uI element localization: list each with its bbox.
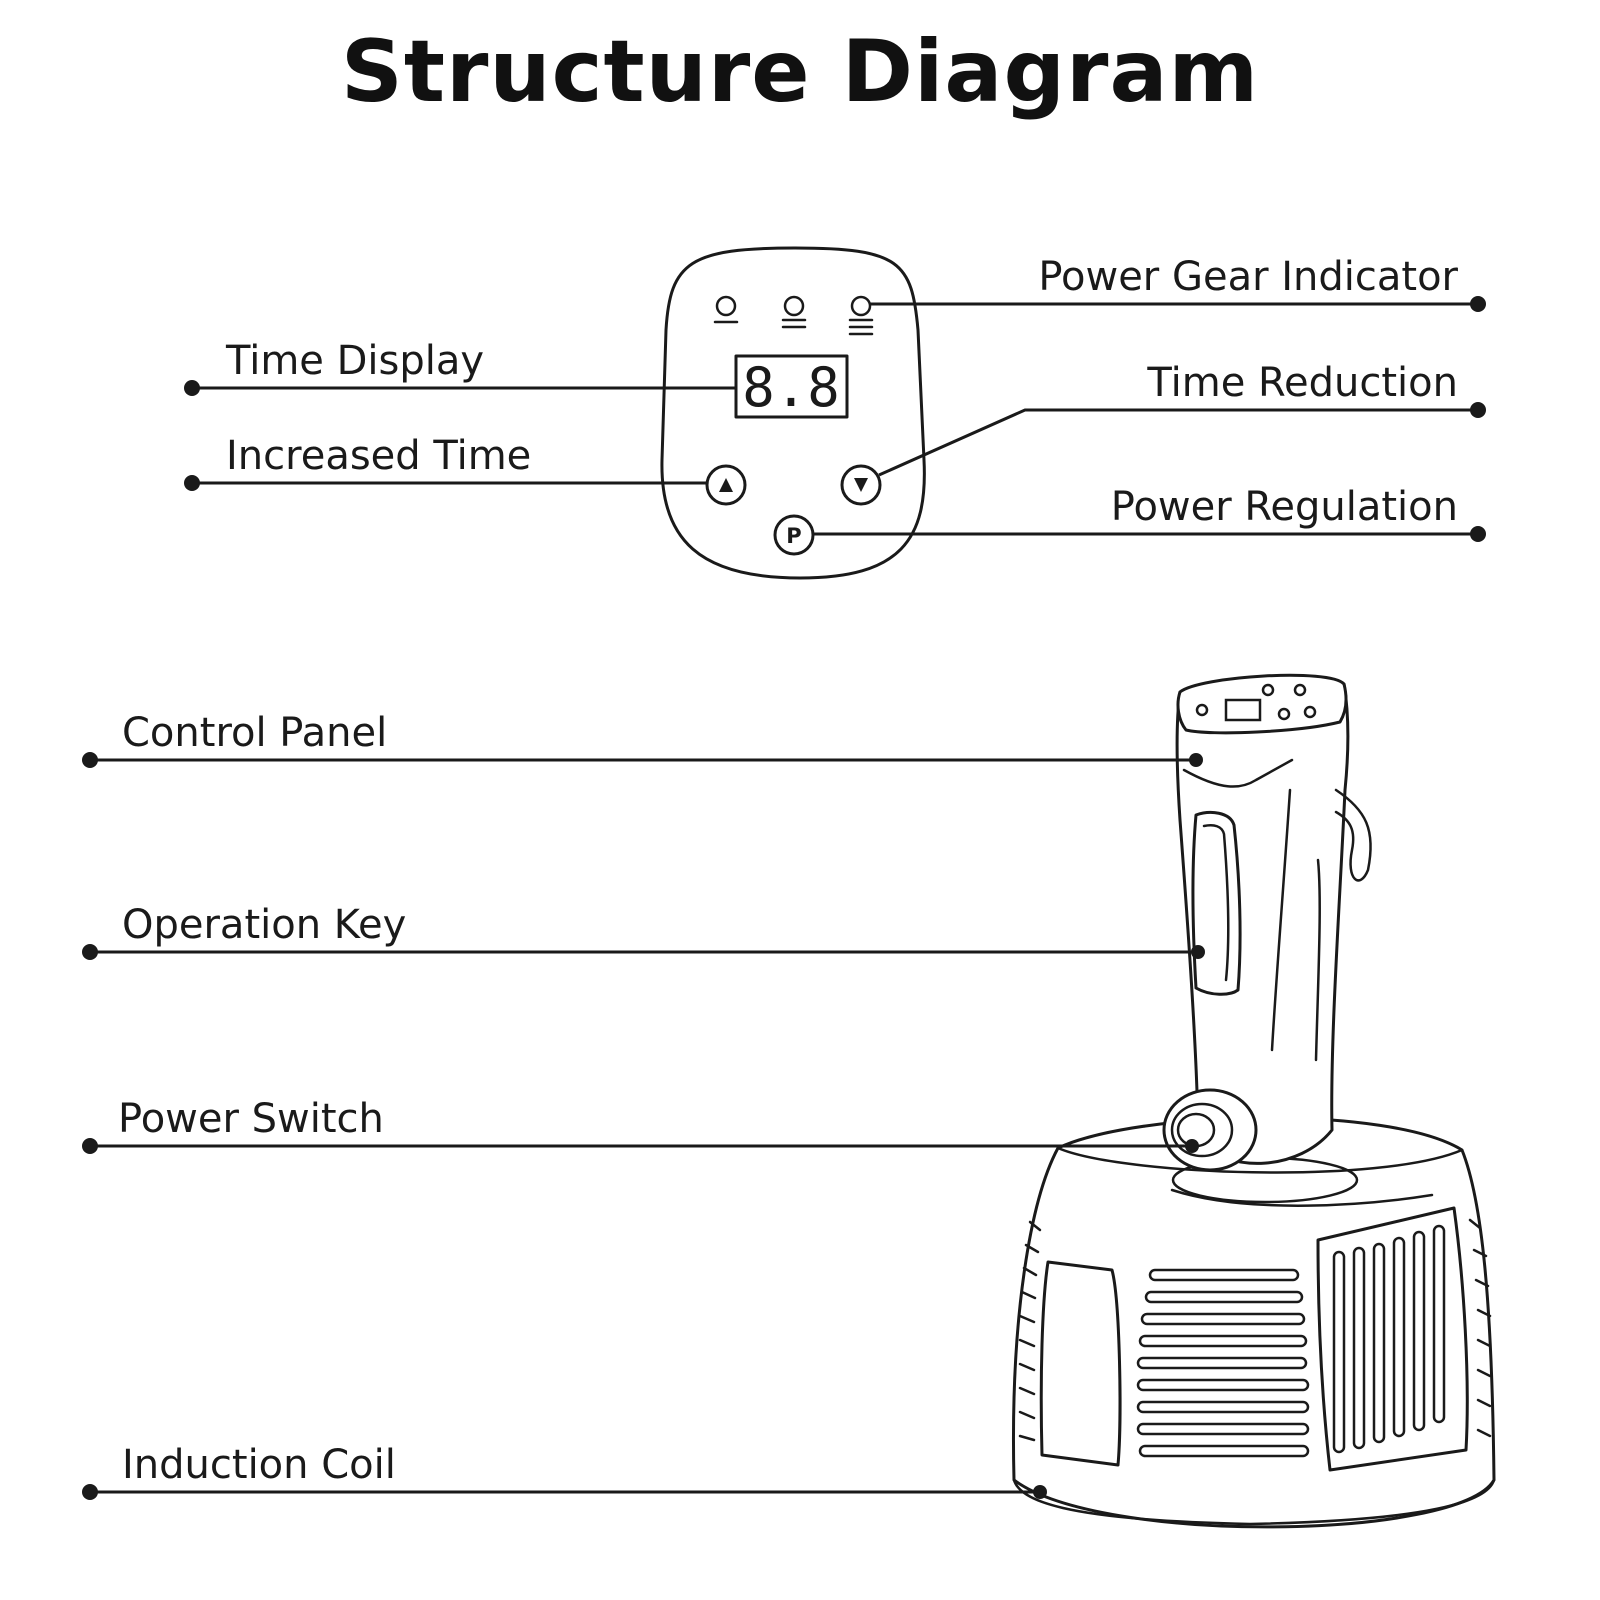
base-window: [1039, 1260, 1122, 1467]
power-gear-indicator-icon: [713, 295, 874, 336]
label-time-display: Time Display: [225, 338, 484, 384]
label-induction-coil: Induction Coil: [122, 1442, 396, 1488]
base-top-edge: [1056, 1146, 1464, 1174]
left-side-vents: [1018, 1220, 1042, 1442]
operation-key-button[interactable]: [1191, 811, 1242, 996]
triangle-down-icon: [854, 478, 868, 492]
leader-time-reduction: [878, 408, 1478, 477]
handle-back-line: [1314, 858, 1321, 1062]
callout-dot: [1470, 402, 1486, 418]
handle-body: [1175, 682, 1350, 1165]
callout-dot: [82, 752, 98, 768]
right-side-vents: [1468, 1218, 1492, 1438]
base-rim: [1012, 1478, 1496, 1526]
callout-dot: [1189, 753, 1203, 767]
callout-dot: [184, 380, 200, 396]
callout-dot: [82, 944, 98, 960]
increase-time-button[interactable]: [705, 464, 747, 506]
callout-dot: [1191, 945, 1205, 959]
callout-dot: [1033, 1485, 1047, 1499]
callout-dot: [1470, 296, 1486, 312]
power-switch-knob[interactable]: [1162, 1088, 1258, 1172]
page-title: Structure Diagram: [340, 22, 1260, 122]
operation-key-inner: [1202, 824, 1230, 982]
control-panel-closeup: 8.8 P Power Gear Indicator Time Display: [184, 246, 1486, 580]
triangle-up-icon: [719, 478, 733, 492]
decrease-time-button[interactable]: [840, 464, 882, 506]
label-increased-time: Increased Time: [226, 433, 531, 479]
time-display-value: 8.8: [742, 356, 840, 419]
mini-panel-buttons: [1195, 683, 1317, 722]
power-regulation-button[interactable]: P: [773, 514, 815, 556]
time-display-screen: [734, 354, 849, 419]
handle-shoulder: [1182, 758, 1294, 788]
label-power-gear-indicator: Power Gear Indicator: [1038, 254, 1458, 300]
callout-dot: [82, 1138, 98, 1154]
right-vertical-vents: [1332, 1224, 1446, 1454]
callout-dot: [184, 475, 200, 491]
callout-dot: [1470, 526, 1486, 542]
callout-dot: [1185, 1139, 1199, 1153]
induction-sealer-device: Control Panel Operation Key Power Switch…: [82, 673, 1496, 1529]
label-power-regulation: Power Regulation: [1111, 484, 1458, 530]
label-power-switch: Power Switch: [118, 1096, 384, 1142]
wire-hook: [1334, 788, 1372, 882]
front-vents: [1136, 1268, 1310, 1458]
handle-groove: [1270, 788, 1292, 1052]
callout-dot: [82, 1484, 98, 1500]
label-control-panel: Control Panel: [122, 710, 387, 756]
base-deck-line: [1170, 1188, 1434, 1207]
label-operation-key: Operation Key: [122, 902, 406, 948]
p-key-label: P: [786, 524, 801, 548]
label-time-reduction: Time Reduction: [1146, 360, 1458, 406]
